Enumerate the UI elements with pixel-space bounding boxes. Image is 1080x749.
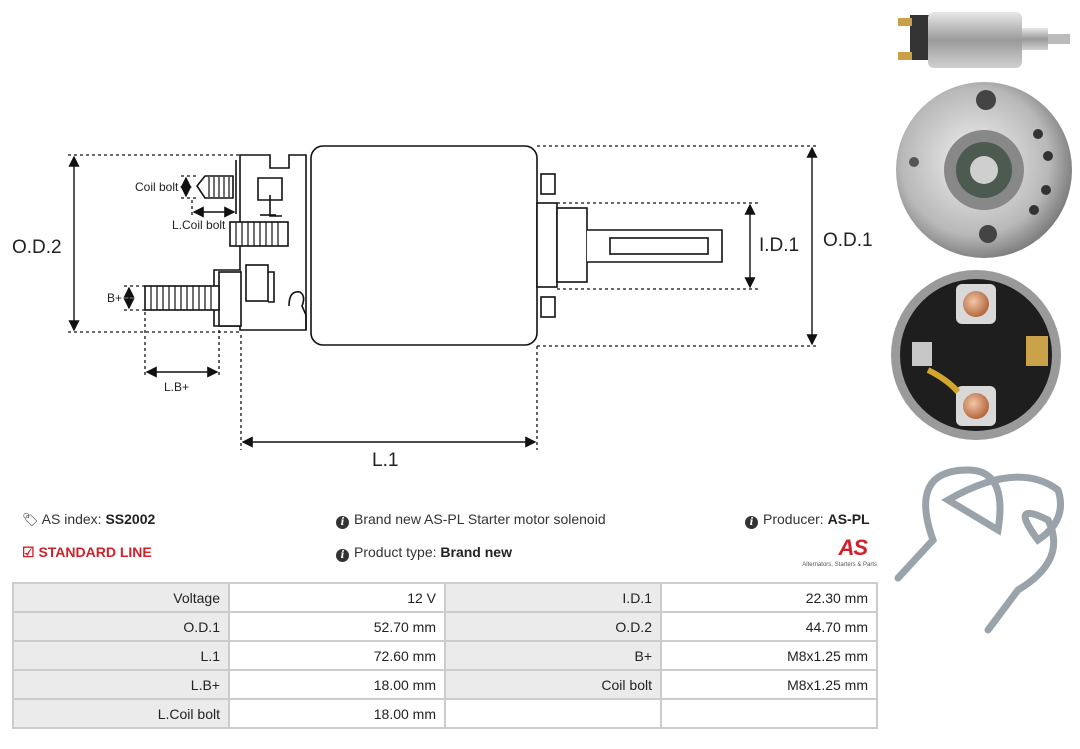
technical-drawing: Coil bolt L.Coil bolt O.D.2 B+ L.B+ L.1 …	[12, 145, 873, 471]
spec-value: 72.60 mm	[228, 640, 446, 671]
spec-label: O.D.1	[12, 611, 230, 642]
spec-value: 12 V	[228, 582, 446, 613]
description-text: Brand new AS-PL Starter motor solenoid	[354, 511, 606, 527]
spec-value: M8x1.25 mm	[660, 669, 878, 700]
label-l-coil-bolt: L.Coil bolt	[172, 218, 226, 232]
spec-value: 44.70 mm	[660, 611, 878, 642]
label-od2: O.D.2	[12, 237, 62, 258]
as-pl-logo: AS Alternators, Starters & Parts	[793, 537, 877, 571]
product-type-value: Brand new	[440, 544, 512, 560]
producer: i Producer: AS-PL	[745, 511, 870, 529]
spec-label: I.D.1	[444, 582, 662, 613]
table-row: O.D.1 52.70 mm O.D.2 44.70 mm	[12, 611, 878, 642]
description: i Brand new AS-PL Starter motor solenoid	[336, 511, 606, 529]
spec-value: 18.00 mm	[228, 698, 446, 729]
label-l1: L.1	[372, 450, 398, 471]
table-row: L.B+ 18.00 mm Coil bolt M8x1.25 mm	[12, 669, 878, 700]
logo-tagline: Alternators, Starters & Parts	[802, 562, 877, 568]
as-index-label: AS index:	[41, 511, 102, 527]
photo-front-view	[896, 82, 1072, 258]
spec-label: B+	[444, 640, 662, 671]
line-label: STANDARD LINE	[38, 544, 152, 560]
as-index-value: SS2002	[105, 511, 156, 527]
as-index: 🏷︎ AS index: SS2002	[22, 511, 155, 528]
table-row: L.Coil bolt 18.00 mm	[12, 698, 878, 729]
spec-label: L.Coil bolt	[12, 698, 230, 729]
spec-label: O.D.2	[444, 611, 662, 642]
spec-table: Voltage 12 V I.D.1 22.30 mm O.D.1 52.70 …	[12, 582, 878, 729]
info-icon: i	[336, 549, 349, 562]
spec-empty	[660, 698, 878, 729]
solenoid-body	[310, 145, 538, 346]
producer-value: AS-PL	[827, 511, 870, 527]
info-icon: i	[745, 516, 758, 529]
check-square-icon: ☑	[22, 544, 35, 560]
spec-empty	[444, 698, 662, 729]
spec-value: M8x1.25 mm	[660, 640, 878, 671]
product-type-label: Product type:	[354, 544, 437, 560]
table-row: Voltage 12 V I.D.1 22.30 mm	[12, 582, 878, 613]
logo-mark: AS	[838, 535, 868, 560]
product-photos	[891, 12, 1072, 634]
label-l-b-plus: L.B+	[164, 380, 189, 394]
spec-label: Coil bolt	[444, 669, 662, 700]
table-row: L.1 72.60 mm B+ M8x1.25 mm	[12, 640, 878, 671]
photo-spring	[894, 466, 1064, 634]
spec-value: 22.30 mm	[660, 582, 878, 613]
spec-label: Voltage	[12, 582, 230, 613]
spec-value: 52.70 mm	[228, 611, 446, 642]
line-badge: ☑ STANDARD LINE	[22, 544, 152, 561]
info-icon: i	[336, 516, 349, 529]
label-b-plus: B+	[107, 291, 122, 305]
product-type: i Product type: Brand new	[336, 544, 512, 562]
spec-value: 18.00 mm	[228, 669, 446, 700]
label-od1: O.D.1	[823, 230, 873, 251]
label-coil-bolt: Coil bolt	[135, 180, 179, 194]
photo-side-view	[898, 12, 1070, 68]
producer-label: Producer:	[763, 511, 824, 527]
spec-label: L.B+	[12, 669, 230, 700]
label-id1: I.D.1	[759, 235, 799, 256]
photo-terminal-view	[891, 270, 1061, 440]
spec-label: L.1	[12, 640, 230, 671]
tag-icon: 🏷︎	[22, 512, 39, 527]
